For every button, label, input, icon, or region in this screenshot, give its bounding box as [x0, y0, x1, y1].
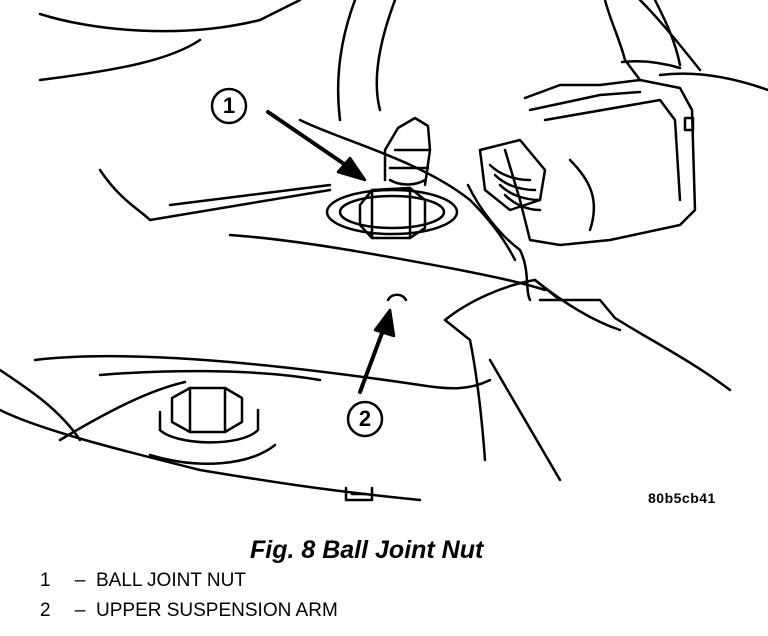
legend-dash: – [74, 570, 86, 591]
legend-number: 1 [40, 570, 51, 591]
figure-code: 80b5cb41 [648, 490, 716, 506]
wiring-connector [466, 0, 697, 302]
legend-label: BALL JOINT NUT [96, 570, 246, 591]
legend-label: UPPER SUSPENSION ARM [96, 600, 338, 621]
body-panel-lines [33, 0, 768, 442]
legend-number: 2 [40, 600, 51, 621]
arm-indicator-mark [386, 293, 408, 302]
figure-caption: Fig. 8 Ball Joint Nut [250, 536, 484, 564]
ball-joint-nut [325, 116, 459, 240]
upper-suspension-arm [228, 118, 732, 482]
callout-2-number: 2 [358, 406, 372, 431]
hex-bolt [148, 386, 277, 465]
lower-structure [0, 368, 422, 502]
ball-joint-illustration [0, 0, 768, 502]
legend-item: 2 – UPPER SUSPENSION ARM [40, 600, 338, 622]
anchor-symbol [344, 486, 374, 502]
callout-1-number: 1 [222, 93, 236, 118]
legend-item: 1 – BALL JOINT NUT [40, 570, 246, 592]
callout-2 [346, 308, 396, 438]
legend-dash: – [74, 600, 86, 621]
callout-1 [210, 87, 367, 182]
